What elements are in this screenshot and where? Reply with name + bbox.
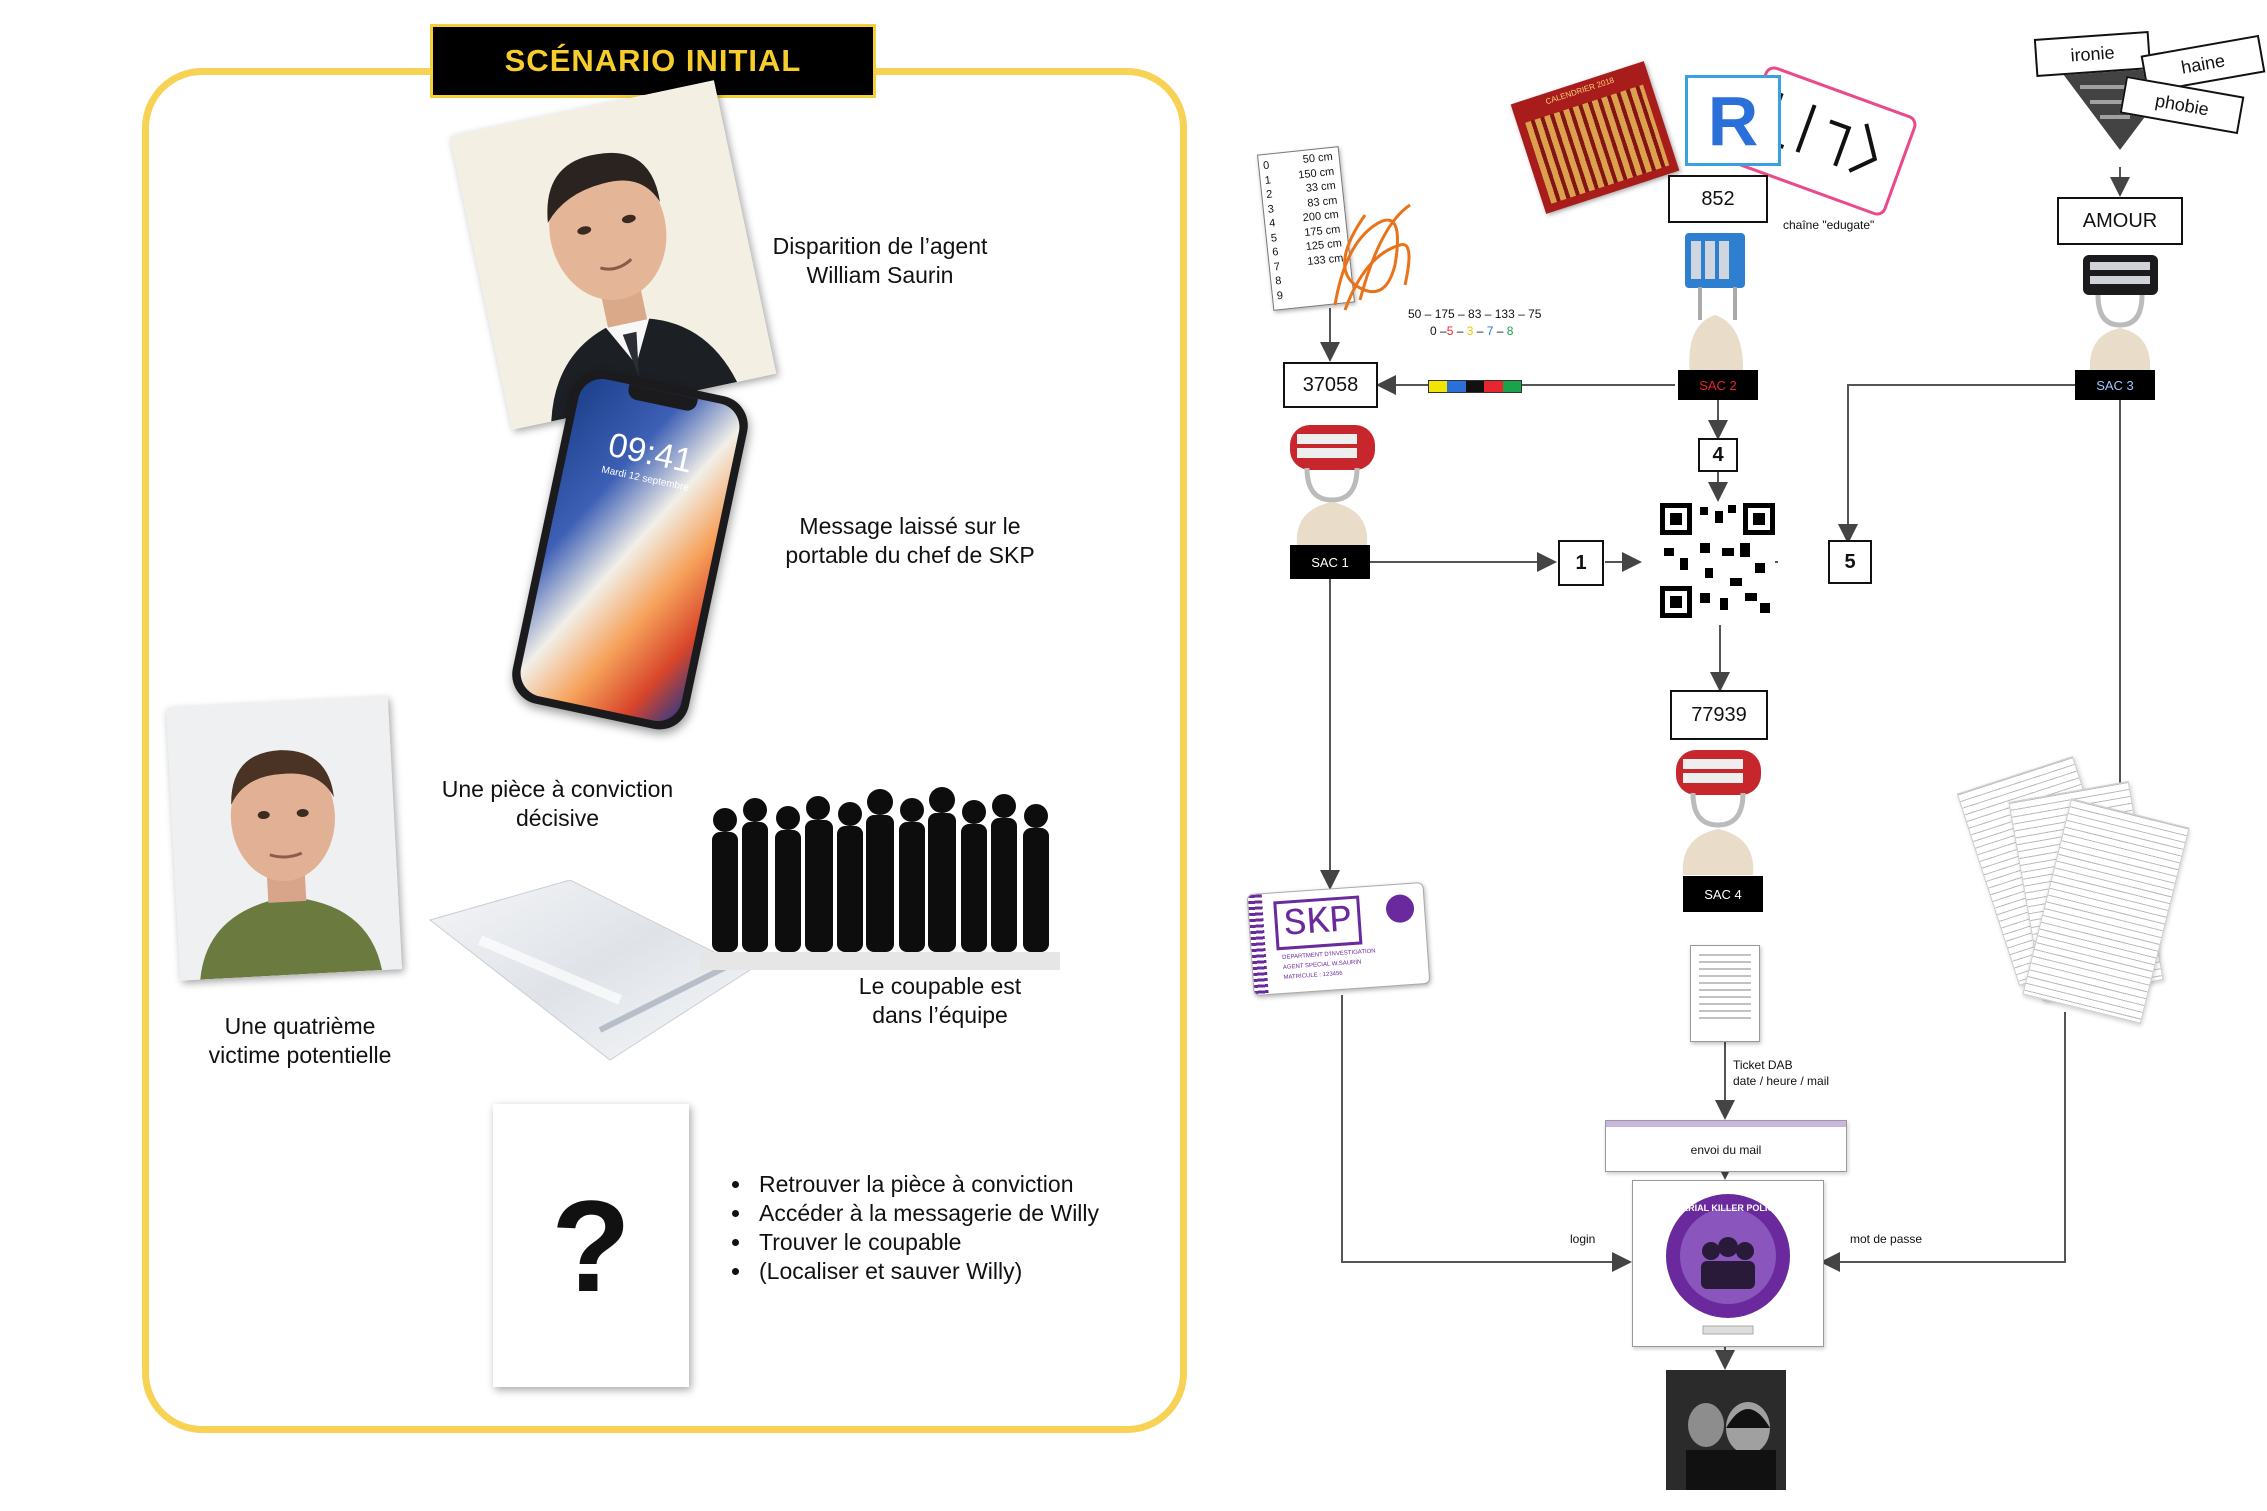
sac1-label: SAC 1 (1290, 545, 1370, 579)
objective-item: Accéder à la messagerie de Willy (753, 1199, 1099, 1228)
sac2-lock-image (1685, 233, 1745, 375)
objective-item: Trouver le coupable (753, 1228, 1099, 1257)
skp-login-screen: SERIAL KILLER POLICE (1632, 1180, 1824, 1347)
skp-agent: AGENT SPECIAL W.SAURIN (1282, 959, 1362, 971)
rope-icon (1333, 203, 1411, 311)
skp-logo: SKP (1273, 895, 1363, 951)
victim-photo (166, 696, 402, 981)
word-phobie: phobie (2153, 89, 2211, 120)
skp-matricule: MATRICULE : 123456 (1283, 970, 1343, 981)
num-5-text: 5 (1844, 550, 1856, 573)
code-852-text: 852 (1701, 187, 1735, 210)
code-box-852: 852 (1668, 175, 1768, 223)
seq-digit: 3 (1466, 324, 1474, 338)
code-box-37058: 37058 (1283, 362, 1378, 408)
sequence-top-label: 50 – 175 – 83 – 133 – 75 (1408, 307, 1542, 321)
agent-portrait-image (449, 80, 777, 430)
sac1-lock-image (1290, 425, 1375, 545)
envoi-mail-label: envoi du mail (1690, 1143, 1762, 1157)
seq-digit: 0 – (1430, 324, 1447, 338)
ruler-index: 6 (1271, 246, 1280, 259)
caption-victime: Une quatrième victime potentielle (208, 1013, 392, 1068)
silhouettes-svg (700, 787, 1060, 970)
victim-portrait-image (166, 696, 402, 981)
code-37058-text: 37058 (1302, 373, 1359, 396)
ruler-index: 3 (1267, 202, 1275, 216)
question-mark: ? (551, 1172, 631, 1319)
final-photo (1666, 1370, 1786, 1490)
seq-digit: 5 (1446, 324, 1454, 338)
ruler-index: 7 (1273, 260, 1281, 274)
skp-police-logo: SERIAL KILLER POLICE (1666, 1194, 1790, 1335)
amour-text: AMOUR (2082, 209, 2158, 232)
atm-ticket-image (1690, 945, 1760, 1042)
sac4-label: SAC 4 (1683, 876, 1763, 912)
objective-item: Retrouver la pièce à conviction (753, 1170, 1099, 1199)
seq-sep: – (1493, 324, 1507, 338)
mot-de-passe-label: mot de passe (1850, 1232, 1923, 1246)
sequence-bottom-label: 0 –5 – 3 – 7 – 8 (1430, 324, 1513, 338)
question-card: ? (493, 1104, 689, 1387)
sac3-label: SAC 3 (2075, 370, 2155, 400)
num-box-5: 5 (1828, 540, 1872, 584)
sac4-lock-image (1676, 750, 1761, 875)
sac3-lock-image (2083, 255, 2158, 370)
evidence-bag-svg (428, 879, 752, 1061)
word-ironie: ironie (2069, 41, 2116, 66)
ruler-index: 0 (1262, 159, 1270, 173)
code-77939-text: 77939 (1691, 703, 1747, 726)
login-label: login (1570, 1232, 1596, 1246)
seq-digit: 8 (1506, 324, 1514, 338)
ruler-index: 8 (1274, 274, 1283, 288)
skp-id-card: SKP DEPARTMENT D'INVESTIGATION AGENT SPE… (1246, 881, 1431, 997)
ruler-index: 1 (1264, 173, 1272, 187)
word-haine: haine (2179, 49, 2227, 78)
skp-dept: DEPARTMENT D'INVESTIGATION (1281, 948, 1376, 961)
scenario-title-text: SCÉNARIO INITIAL (504, 43, 802, 78)
ruler-index: 2 (1265, 188, 1273, 201)
ruler-index: 9 (1276, 289, 1284, 302)
chaine-label: chaîne "edugate" (1783, 218, 1875, 232)
num-box-1: 1 (1558, 540, 1604, 586)
seq-sep: – (1453, 324, 1467, 338)
ticket-label-line2: date / heure / mail (1733, 1074, 1830, 1088)
objective-item: (Localiser et sauver Willy) (753, 1257, 1099, 1286)
skp-police-text: SERIAL KILLER POLICE (1676, 1203, 1780, 1213)
agent-photo (449, 80, 777, 430)
qr-code-image (1660, 503, 1775, 618)
caption-piece: Une pièce à conviction décisive (441, 776, 674, 831)
r-logo-image: R (1685, 75, 1781, 166)
caption-disparition: Disparition de l’agent William Saurin (772, 233, 988, 288)
num-4-text: 4 (1712, 443, 1724, 466)
word-card-ironie: ironie (2033, 31, 2152, 77)
ticket-label-line1: Ticket DAB (1733, 1058, 1793, 1072)
email-screenshot: envoi du mail (1605, 1120, 1847, 1172)
ruler-index: 4 (1268, 217, 1277, 230)
final-photo-svg (1666, 1370, 1786, 1490)
color-bar (1428, 380, 1522, 393)
ruler-index: 5 (1270, 231, 1278, 245)
caption-coupable: Le coupable est dans l’équipe (858, 973, 1022, 1028)
objectives-list: Retrouver la pièce à conviction Accéder … (715, 1170, 1099, 1286)
documents-image (1956, 756, 2190, 1024)
code-box-amour: AMOUR (2057, 197, 2183, 245)
evidence-bag-image (420, 879, 752, 1080)
sac2-label: SAC 2 (1678, 370, 1758, 400)
seq-digit: 7 (1486, 324, 1494, 338)
seq-sep: – (1473, 324, 1487, 338)
caption-message: Message laissé sur le portable du chef d… (785, 513, 1035, 568)
num-box-4: 4 (1698, 438, 1738, 472)
code-box-77939: 77939 (1670, 690, 1768, 740)
team-silhouettes-image (700, 780, 1060, 970)
num-1-text: 1 (1575, 551, 1587, 574)
